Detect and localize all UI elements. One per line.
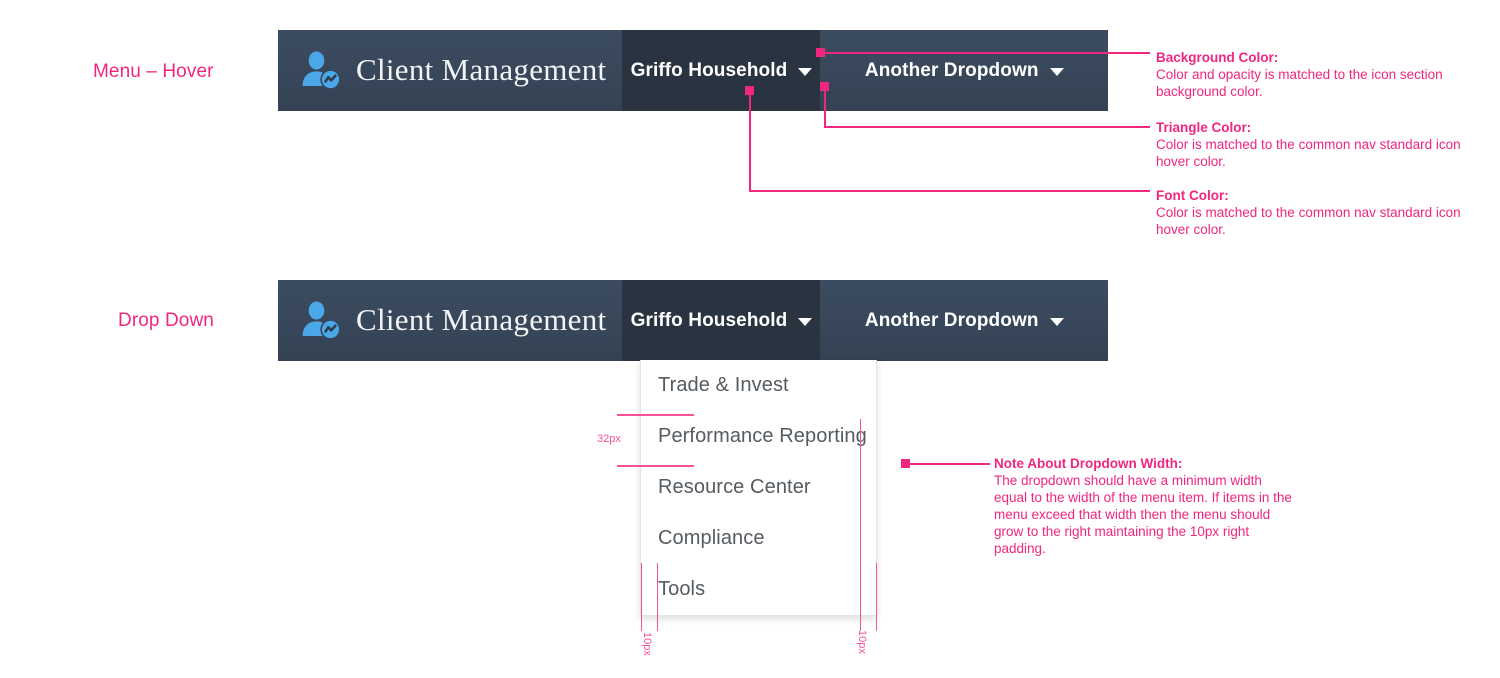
leader-line-font-color-horizontal (749, 190, 1150, 192)
caret-down-icon (1049, 317, 1064, 326)
leader-line-dropdown-width-note (905, 463, 990, 465)
nav-item-griffo-household[interactable]: Griffo Household (622, 280, 821, 361)
nav-item-label: Another Dropdown (864, 59, 1039, 81)
nav-item-label: Another Dropdown (864, 309, 1039, 331)
callout-body: Color is matched to the common nav stand… (1156, 137, 1461, 169)
nav-brand-section[interactable]: Client Management (278, 280, 623, 361)
client-management-icon (302, 301, 341, 340)
dropdown-item-label: Performance Reporting (658, 425, 867, 447)
leader-line-triangle-color-vertical (824, 86, 826, 127)
dropdown-item-compliance[interactable]: Compliance (641, 513, 876, 564)
guide-line-text-extent-right (860, 419, 862, 578)
callout-body: Color and opacity is matched to the icon… (1156, 67, 1443, 99)
dropdown-item-label: Resource Center (658, 476, 811, 498)
guide-line-right-padding-outer (876, 563, 878, 631)
leader-line-triangle-color-horizontal (824, 126, 1150, 128)
callout-body: Color is matched to the common nav stand… (1156, 205, 1461, 237)
caret-down-icon (798, 67, 813, 76)
leader-line-background-color (820, 52, 1150, 54)
callout-title: Triangle Color: (1156, 120, 1252, 135)
callout-title: Font Color: (1156, 188, 1229, 203)
brand-title: Client Management (356, 301, 607, 337)
dropdown-item-label: Compliance (658, 527, 765, 549)
nav-item-another-dropdown[interactable]: Another Dropdown (820, 30, 1108, 111)
dropdown-item-trade-invest[interactable]: Trade & Invest (641, 360, 876, 411)
nav-item-another-dropdown[interactable]: Another Dropdown (820, 280, 1108, 361)
client-management-icon (302, 51, 341, 90)
callout-background-color: Background Color: Color and opacity is m… (1156, 49, 1466, 100)
dropdown-item-resource-center[interactable]: Resource Center (641, 462, 876, 513)
dropdown-item-tools[interactable]: Tools (641, 564, 876, 615)
nav-item-griffo-household[interactable]: Griffo Household (622, 30, 821, 111)
nav-item-label: Griffo Household (630, 309, 788, 331)
measure-label-10px-left: 10px (641, 632, 653, 656)
section-label-drop-down: Drop Down (118, 310, 214, 331)
dropdown-menu-griffo-household: Trade & Invest Performance Reporting Res… (640, 360, 877, 616)
section-label-menu-hover: Menu – Hover (93, 61, 214, 82)
dropdown-item-label: Trade & Invest (658, 374, 789, 396)
caret-down-icon (1049, 67, 1064, 76)
brand-title: Client Management (356, 51, 607, 87)
caret-down-icon (798, 317, 813, 326)
callout-title: Background Color: (1156, 50, 1279, 65)
callout-triangle-color: Triangle Color: Color is matched to the … (1156, 119, 1466, 170)
measure-tick-32px-top (617, 414, 694, 416)
callout-font-color: Font Color: Color is matched to the comm… (1156, 187, 1466, 238)
guide-line-right-padding-inner (860, 563, 862, 631)
measure-label-10px-right: 10px (856, 630, 868, 654)
nav-brand-section[interactable]: Client Management (278, 30, 623, 111)
callout-dropdown-width-note: Note About Dropdown Width: The dropdown … (994, 455, 1294, 557)
guide-line-left-padding-inner (657, 563, 659, 631)
navbar-dropdown-specimen: Client Management Griffo Household Anoth… (278, 280, 1108, 361)
leader-line-font-color-vertical (749, 90, 751, 191)
dropdown-item-performance-reporting[interactable]: Performance Reporting (641, 411, 876, 462)
callout-body: The dropdown should have a minimum width… (994, 473, 1292, 556)
measure-label-32px: 32px (597, 433, 621, 445)
measure-tick-32px-bottom (617, 465, 694, 467)
guide-line-left-padding-outer (641, 563, 643, 631)
dropdown-item-label: Tools (658, 578, 706, 600)
nav-item-label: Griffo Household (630, 59, 788, 81)
navbar-hover-specimen: Client Management Griffo Household Anoth… (278, 30, 1108, 111)
callout-title: Note About Dropdown Width: (994, 456, 1183, 471)
